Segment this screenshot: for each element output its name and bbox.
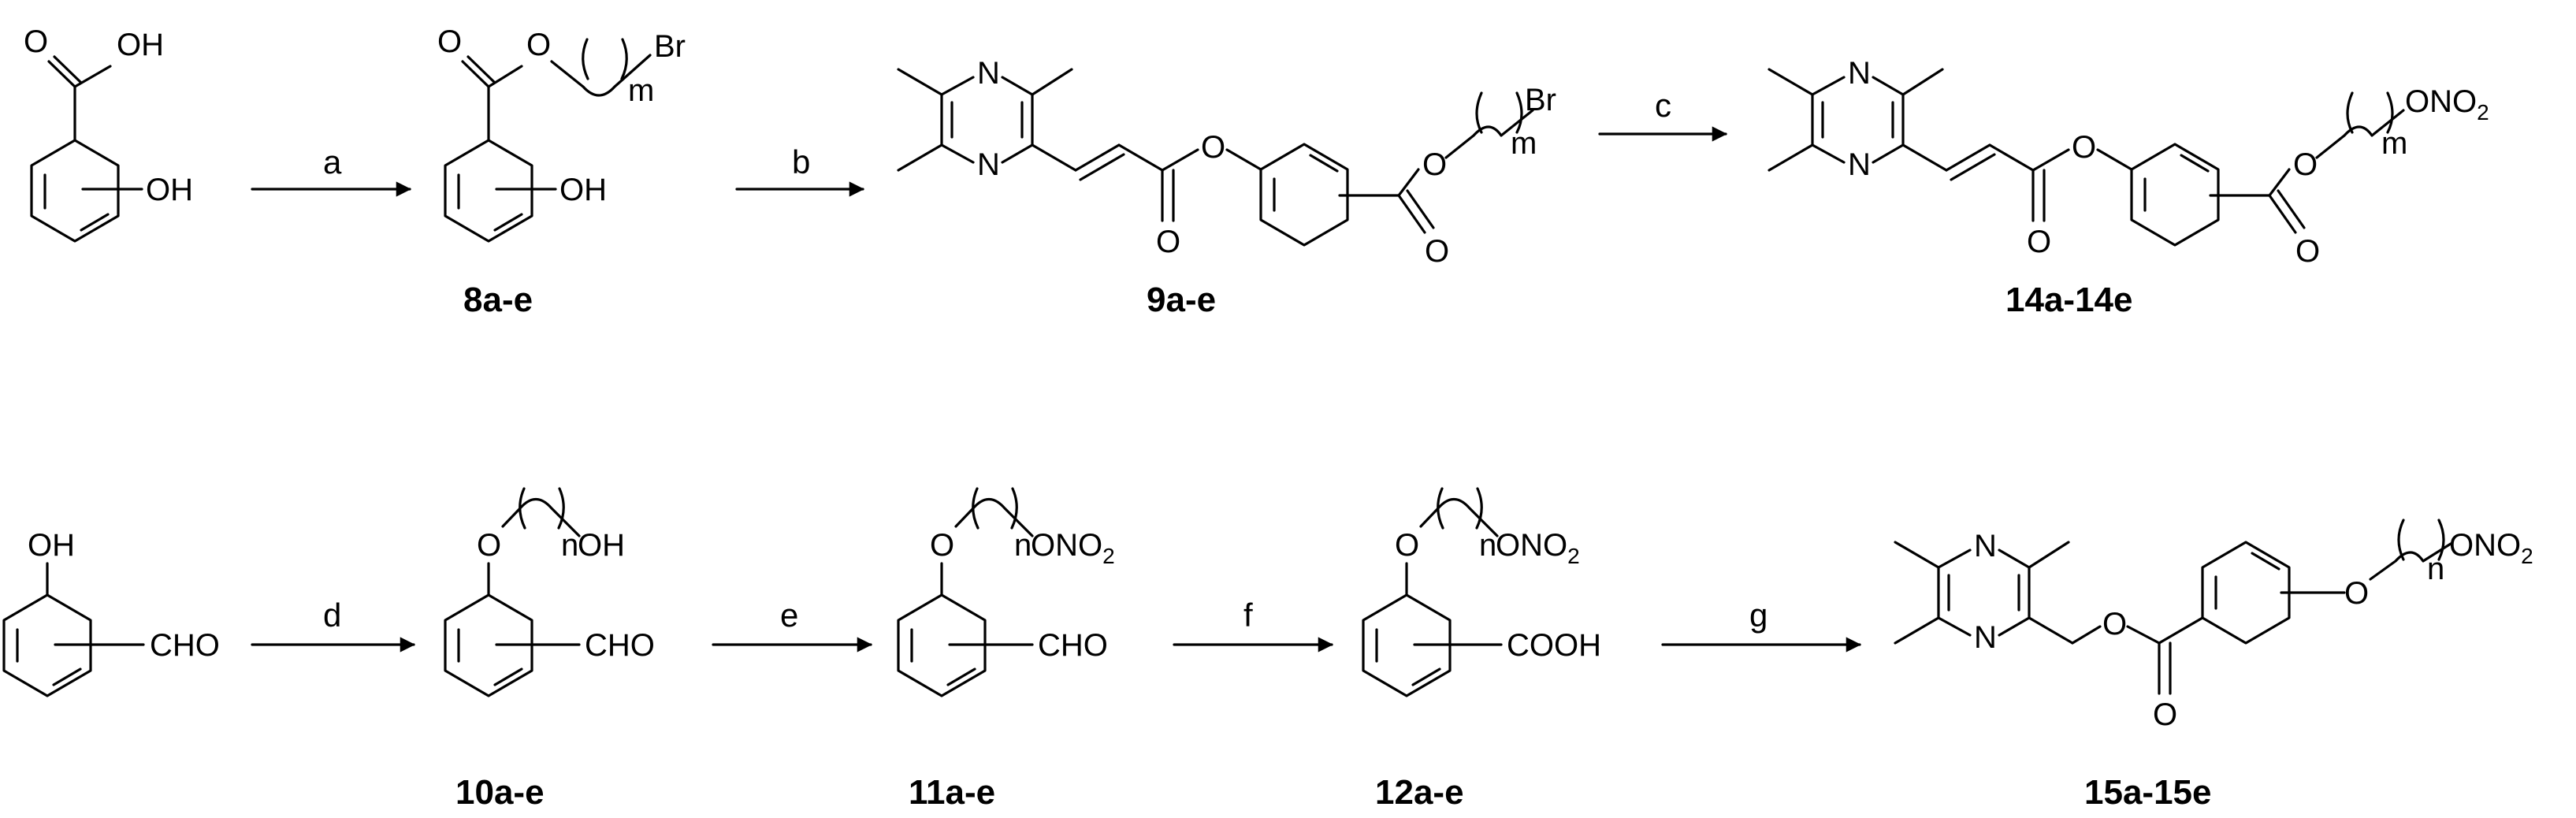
compound-label-8a-e: 8a-e <box>463 281 533 319</box>
bromoalkyl-hydroxybenzoate-structure: O O Br m OH <box>437 24 686 243</box>
step-label-c: c <box>1655 87 1671 124</box>
atom-o: O <box>2153 697 2177 732</box>
compound-label-14a-14e: 14a-14e <box>2005 281 2132 319</box>
subscript-n: n <box>1014 528 1032 563</box>
compound-label-10a-e: 10a-e <box>455 773 545 812</box>
step-label-a: a <box>323 143 342 180</box>
atom-o: O <box>2344 576 2369 611</box>
atom-o: O <box>1201 130 1225 165</box>
atom-br: Br <box>654 29 686 64</box>
atom-o: O <box>2293 147 2318 182</box>
hydroxybenzaldehyde-structure: OH CHO <box>2 528 220 697</box>
atom-n: N <box>1848 56 1871 91</box>
subscript-m: m <box>1511 126 1537 161</box>
atom-oh: OH <box>578 528 625 563</box>
nitrooxy-group: ONO2 <box>2449 528 2533 568</box>
nitrooxy-group: ONO2 <box>1031 528 1115 568</box>
pyrazinylmethyl-benzoate-nitrooxyalkoxy-structure: N N O O O n ONO2 <box>1894 519 2533 732</box>
atom-o: O <box>2102 607 2127 641</box>
atom-n: N <box>1974 620 1997 655</box>
atom-o: O <box>526 28 551 62</box>
subscript-n: n <box>2427 552 2444 586</box>
atom-oh: OH <box>117 28 164 62</box>
atom-o: O <box>2072 130 2096 165</box>
atom-o: O <box>477 528 501 563</box>
step-label-g: g <box>1749 597 1768 634</box>
nitrooxyalkoxy-benzaldehyde-structure: O n ONO2 CHO <box>897 487 1115 697</box>
hydroxybenzoic-acid-structure: O OH OH <box>24 24 193 243</box>
subscript-m: m <box>2381 126 2407 161</box>
compound-label-12a-e: 12a-e <box>1375 773 1464 812</box>
atom-oh: OH <box>146 173 193 207</box>
atom-br: Br <box>1525 83 1556 117</box>
atom-o: O <box>2295 234 2320 269</box>
compound-label-15a-15e: 15a-15e <box>2084 773 2211 812</box>
nitrooxyalkoxy-benzoic-acid-structure: O n ONO2 COOH <box>1362 487 1601 697</box>
pyrazine-acrylate-nitrooxyalkyl-ester-structure: N N O O O O ONO2 m <box>1768 56 2489 269</box>
atom-o: O <box>437 24 462 59</box>
atom-o: O <box>24 24 48 59</box>
atom-o: O <box>2027 225 2051 259</box>
atom-o: O <box>1156 225 1180 259</box>
subscript-n: n <box>1479 528 1496 563</box>
nitrooxy-group: ONO2 <box>2405 84 2489 125</box>
step-label-f: f <box>1243 597 1253 634</box>
atom-oh: OH <box>28 528 75 563</box>
atom-n: N <box>977 56 1000 91</box>
step-label-d: d <box>323 597 341 634</box>
atom-o: O <box>1425 234 1449 269</box>
step-label-e: e <box>780 597 798 634</box>
atom-n: N <box>1848 147 1871 182</box>
atom-cho: CHO <box>585 628 655 663</box>
atom-n: N <box>1974 529 1997 563</box>
atom-cho: CHO <box>150 628 220 663</box>
compound-label-11a-e: 11a-e <box>909 773 995 812</box>
atom-o: O <box>930 528 954 563</box>
atom-o: O <box>1422 147 1447 182</box>
atom-cho: CHO <box>1038 628 1108 663</box>
atom-n: N <box>977 147 1000 182</box>
nitrooxy-group: ONO2 <box>1496 528 1580 568</box>
hydroxyalkoxy-benzaldehyde-structure: O n OH CHO <box>444 487 655 697</box>
step-label-b: b <box>792 143 810 180</box>
subscript-m: m <box>628 73 654 108</box>
compound-label-9a-e: 9a-e <box>1147 281 1216 319</box>
pyrazine-acrylate-bromoalkyl-ester-structure: N N O O O O Br m <box>897 56 1556 269</box>
atom-o: O <box>1395 528 1419 563</box>
atom-cooh: COOH <box>1507 628 1601 663</box>
subscript-n: n <box>561 528 578 563</box>
atom-oh: OH <box>559 173 607 207</box>
